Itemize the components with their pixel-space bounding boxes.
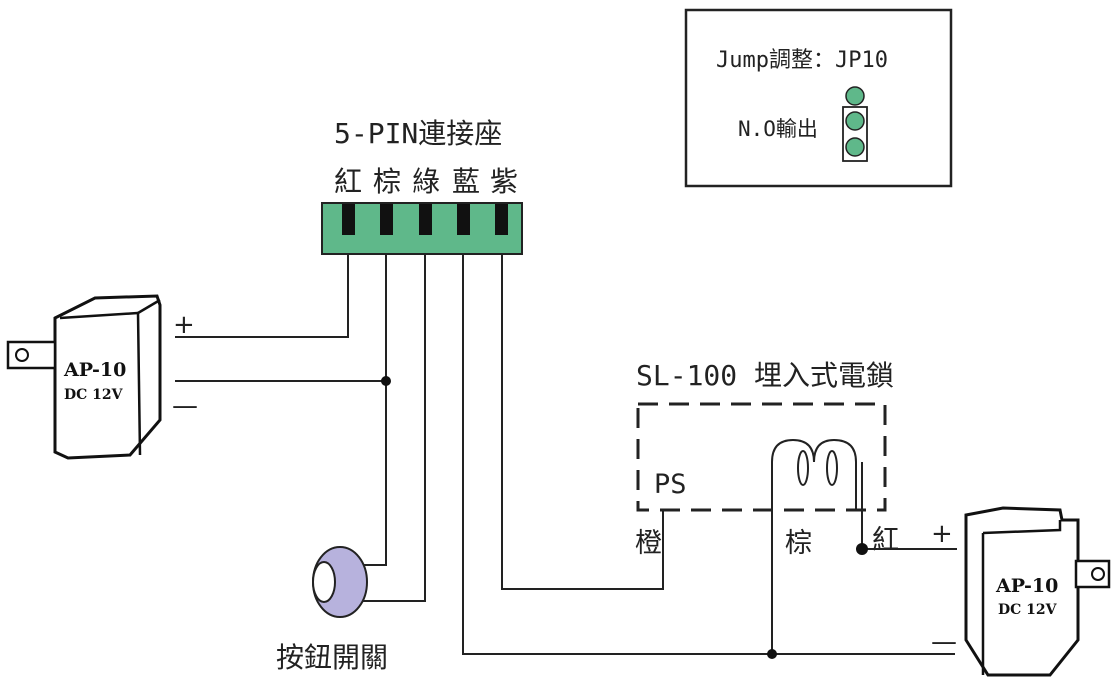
jumper-block (842, 106, 868, 162)
connector-pin-3 (419, 204, 432, 235)
wire-brown (360, 254, 387, 566)
connector-pin-2 (380, 204, 393, 235)
adapter-right-model: AP-10 (995, 575, 1058, 597)
jumper-pin-1 (845, 86, 865, 106)
connector-pin-4 (457, 204, 470, 235)
coil-loop-1 (797, 450, 809, 486)
five-pin-connector: 5-PIN連接座 紅 棕 綠 藍 紫 (321, 117, 523, 255)
jumper-pin-3 (845, 137, 865, 157)
connector-color-1: 紅 (334, 165, 362, 198)
adapter-left-plus: + (173, 310, 195, 340)
lock-title: SL-100 埋入式電鎖 (636, 359, 894, 392)
adapter-left-body (53, 294, 162, 460)
connector-color-3: 綠 (412, 165, 440, 198)
coil-loop-2 (826, 450, 838, 486)
connector-pin-1 (342, 204, 355, 235)
wire-blue (462, 254, 955, 655)
wire-purple (501, 254, 664, 590)
jumper-panel: Jump調整：JP10 N.O輸出 (684, 8, 953, 188)
adapter-left-minus: — (172, 391, 198, 421)
adapter-right: AP-10 DC 12V + — (931, 506, 1111, 677)
adapter-right-minus: — (931, 627, 957, 657)
push-button-label: 按鈕開關 (276, 641, 388, 674)
adapter-right-plug-hole (1091, 567, 1105, 581)
adapter-left-rating: DC 12V (64, 387, 124, 403)
junction-right (856, 543, 868, 555)
adapter-left-plug-hole (15, 348, 29, 362)
adapter-right-rating: DC 12V (998, 602, 1058, 618)
coil-icon (771, 438, 857, 510)
connector-pin-5 (495, 204, 508, 235)
electric-lock: SL-100 埋入式電鎖 PS 橙 棕 紅 (635, 359, 899, 559)
jumper-pin-2 (845, 111, 865, 131)
connector-color-5: 紫 (490, 165, 518, 198)
wires (175, 254, 957, 655)
adapter-left: AP-10 DC 12V + — (6, 294, 198, 460)
wire-brown-label: 棕 (785, 528, 812, 559)
wire-red-label: 紅 (872, 525, 899, 556)
jumper-output-label: N.O輸出 (738, 117, 818, 141)
wire-red (175, 254, 349, 338)
push-button-cap (312, 561, 336, 603)
adapter-left-top (137, 298, 161, 315)
connector-color-2: 棕 (373, 165, 401, 198)
adapter-right-plus: + (931, 519, 953, 549)
adapter-left-model: AP-10 (63, 359, 126, 381)
wire-green (360, 254, 426, 602)
jumper-title: Jump調整：JP10 (716, 48, 888, 73)
wire-orange-label: 橙 (635, 528, 662, 559)
lock-ps-label: PS (654, 469, 687, 500)
junction-bottom (767, 649, 777, 659)
connector-title: 5-PIN連接座 (334, 117, 502, 150)
junction-left (381, 376, 391, 386)
push-button: 按鈕開關 (276, 546, 388, 674)
lock-outline (636, 402, 887, 512)
adapter-right-edge (982, 520, 1062, 535)
connector-color-4: 藍 (452, 165, 480, 198)
